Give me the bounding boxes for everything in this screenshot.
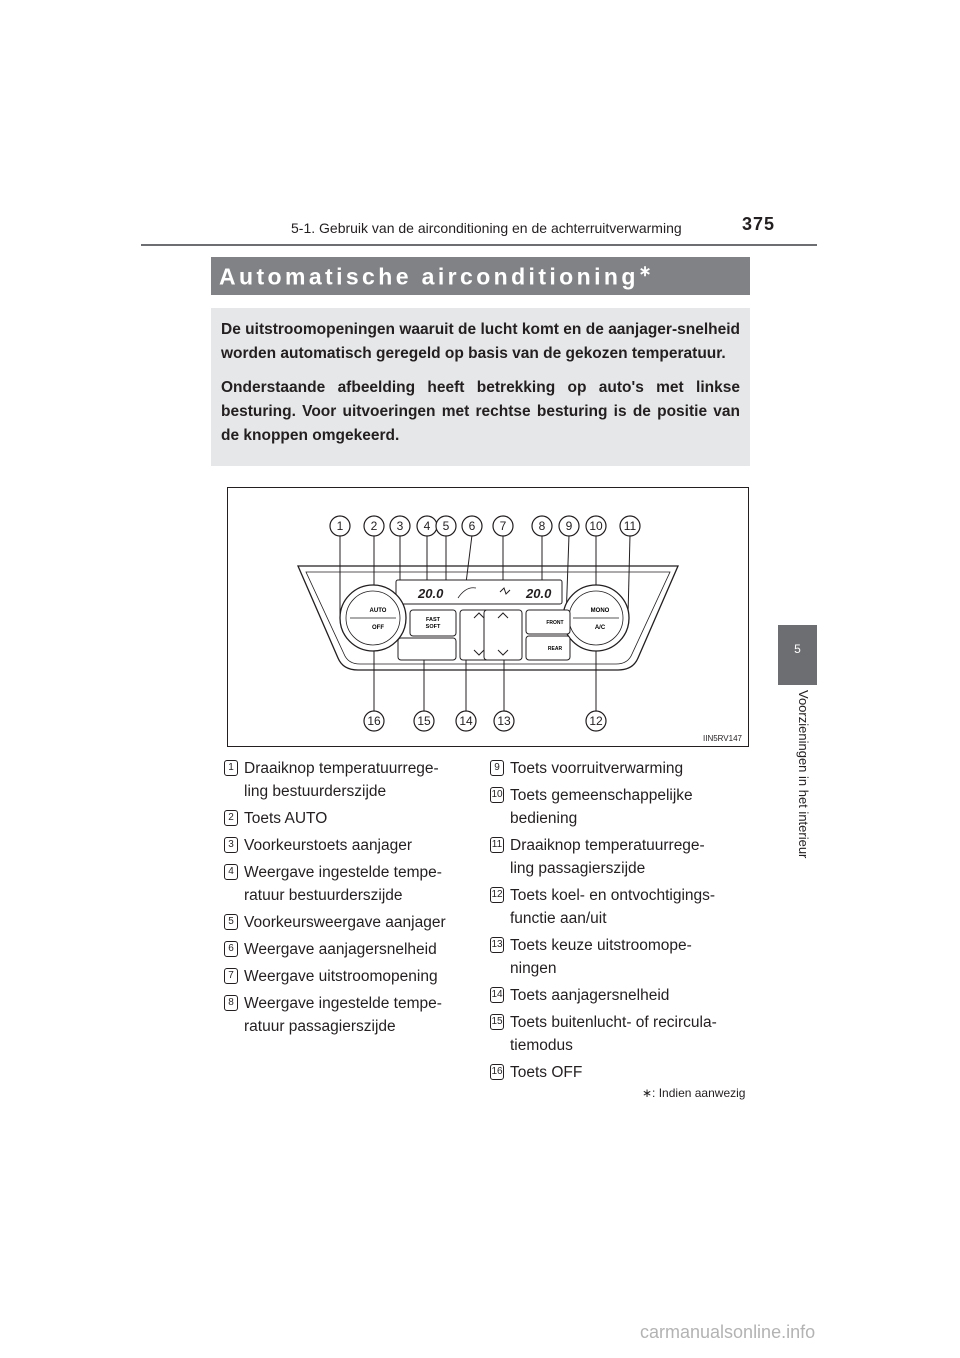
callout-14: 14 <box>459 714 473 728</box>
optional-mark: ∗ <box>638 263 652 280</box>
section-title: Automatische airconditioning∗ <box>219 262 651 291</box>
callout-16: 16 <box>367 714 381 728</box>
legend-text: ningen <box>510 960 557 977</box>
callout-6: 6 <box>469 519 476 533</box>
chapter-number: 5 <box>794 642 801 656</box>
ac-label: A/C <box>595 625 606 631</box>
rear-label: REAR <box>548 646 563 652</box>
callout-4: 4 <box>424 519 431 533</box>
callout-10: 10 <box>589 519 603 533</box>
legend-number: 14 <box>490 987 504 1003</box>
legend-number: 6 <box>224 941 238 957</box>
callout-13: 13 <box>497 714 511 728</box>
legend-number: 4 <box>224 864 238 880</box>
chapter-title: Voorzieningen in het interieur <box>796 690 811 859</box>
legend-number: 11 <box>490 837 504 853</box>
callout-8: 8 <box>539 519 546 533</box>
legend-number: 5 <box>224 914 238 930</box>
callout-15: 15 <box>417 714 431 728</box>
header-rule <box>141 244 817 246</box>
control-panel-illustration: 1 2 3 4 5 6 7 8 9 10 11 16 15 14 13 12 2… <box>297 515 679 732</box>
intro-paragraph: Onderstaande afbeelding heeft betrekking… <box>221 379 740 444</box>
legend-text: Toets voorruitverwarming <box>510 760 684 777</box>
page-number: 375 <box>742 214 776 234</box>
legend-text: Toets koel- en ontvochtigings- <box>510 887 716 904</box>
legend-text: Draaiknop temperatuurrege- <box>510 837 705 854</box>
legend-number: 1 <box>224 760 238 776</box>
legend-number: 15 <box>490 1014 504 1030</box>
chapter-tab <box>778 625 817 685</box>
legend-text: Weergave ingestelde tempe- <box>244 995 442 1012</box>
legend-number: 3 <box>224 837 238 853</box>
running-header-title: 5-1. Gebruik van de airconditioning en d… <box>291 220 682 236</box>
legend-text: Voorkeurstoets aanjager <box>244 837 413 854</box>
mono-label: MONO <box>591 608 610 614</box>
callout-1: 1 <box>337 519 344 533</box>
legend-text: Weergave ingestelde tempe- <box>244 864 442 881</box>
legend-text: Toets gemeenschappelijke <box>510 787 693 804</box>
soft-label: SOFT <box>426 624 441 630</box>
legend-text: ling bestuurderszijde <box>244 783 387 800</box>
legend-text: Weergave uitstroomopening <box>244 968 438 985</box>
off-label: OFF <box>372 625 384 631</box>
legend-text: ratuur bestuurderszijde <box>244 887 403 904</box>
legend-text: Draaiknop temperatuurrege- <box>244 760 439 777</box>
legend-text: ling passagierszijde <box>510 860 646 877</box>
section-title-text: Automatische airconditioning <box>219 263 639 290</box>
legend-text: Toets AUTO <box>244 810 328 827</box>
display-temp-right: 20.0 <box>525 586 552 601</box>
footnote: ∗: Indien aanwezig <box>642 1086 746 1100</box>
callout-9: 9 <box>566 519 573 533</box>
control-panel-figure: 1 2 3 4 5 6 7 8 9 10 11 16 15 14 13 12 2… <box>227 487 749 747</box>
legend-number: 16 <box>490 1064 504 1080</box>
intro-box: De uitstroomopeningen waaruit de lucht k… <box>211 308 750 466</box>
legend-number: 13 <box>490 937 504 953</box>
legend-text: bediening <box>510 810 578 827</box>
legend-number: 8 <box>224 995 238 1011</box>
callout-7: 7 <box>500 519 507 533</box>
legend-text: Toets keuze uitstroomope- <box>510 937 692 954</box>
callout-2: 2 <box>371 519 378 533</box>
auto-label: AUTO <box>370 608 387 614</box>
section-title-bar <box>211 257 750 295</box>
legend-text: Toets buitenlucht- of recircula- <box>510 1014 717 1031</box>
callout-12: 12 <box>589 714 603 728</box>
callout-5: 5 <box>443 519 450 533</box>
legend-text: Toets aanjagersnelheid <box>510 987 670 1004</box>
legend-number: 12 <box>490 887 504 903</box>
legend-number: 9 <box>490 760 504 776</box>
intro-paragraph: De uitstroomopeningen waaruit de lucht k… <box>221 321 740 362</box>
legend-number: 7 <box>224 968 238 984</box>
display-temp-left: 20.0 <box>417 586 444 601</box>
legend-text: tiemodus <box>510 1037 573 1054</box>
figure-code: IIN5RV147 <box>703 734 742 743</box>
legend-text: Toets OFF <box>510 1064 583 1081</box>
legend-text: Weergave aanjagersnelheid <box>244 941 437 958</box>
legend-text: functie aan/uit <box>510 910 607 927</box>
front-label: FRONT <box>546 620 563 626</box>
legend-text: ratuur passagierszijde <box>244 1018 396 1035</box>
legend-text: Voorkeursweergave aanjager <box>244 914 446 931</box>
fast-label: FAST <box>426 617 441 623</box>
legend-number: 10 <box>490 787 504 803</box>
watermark: carmanualsonline.info <box>640 1322 816 1342</box>
callout-3: 3 <box>397 519 404 533</box>
legend-number: 2 <box>224 810 238 826</box>
callout-11: 11 <box>624 519 637 533</box>
